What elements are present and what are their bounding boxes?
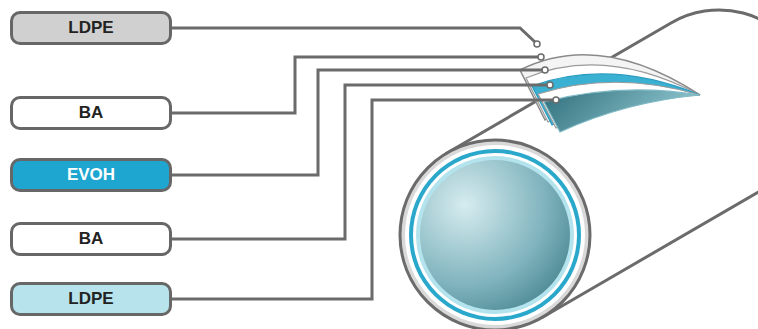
tube-ring	[416, 156, 574, 314]
layer-name: EVOH	[67, 165, 115, 185]
leader-lines	[172, 28, 554, 299]
tube-ring	[413, 153, 577, 317]
layer-label-box: BA	[10, 222, 172, 256]
layer-label-box: EVOH	[10, 158, 172, 192]
tube-ring	[405, 145, 585, 325]
layer-label-box: LDPE	[10, 282, 172, 316]
layer-name: BA	[79, 229, 104, 249]
layer-name: BA	[79, 103, 104, 123]
peeled-layer	[544, 90, 700, 132]
layer-label-box: LDPE	[10, 11, 172, 45]
layer-name: LDPE	[68, 289, 113, 309]
layer-label-box: BA	[10, 96, 172, 130]
layer-name: LDPE	[68, 18, 113, 38]
leader-dots	[534, 41, 559, 103]
tube-inner	[420, 160, 570, 310]
tube-ring	[409, 149, 581, 321]
tube-end	[400, 140, 590, 329]
